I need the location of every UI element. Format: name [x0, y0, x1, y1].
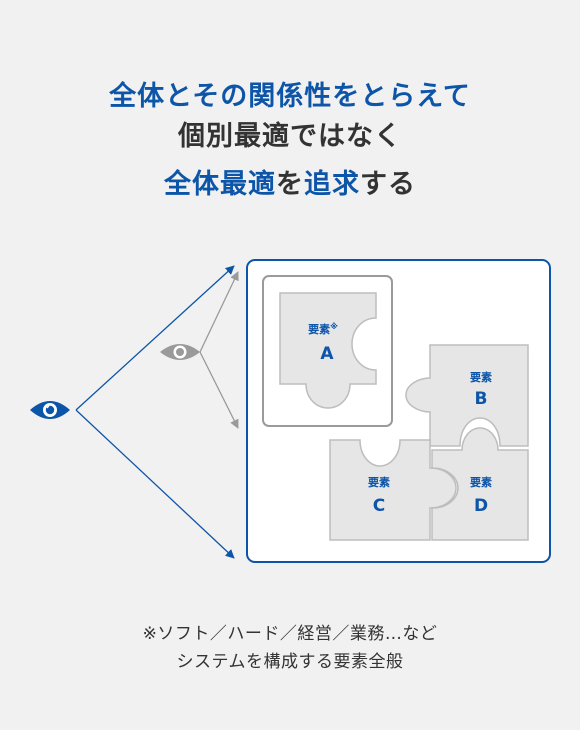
puzzle-piece-a [279, 292, 377, 409]
footnote-line-2: システムを構成する要素全般 [176, 652, 404, 672]
headline-line-2: 個別最適ではなく [178, 121, 402, 152]
headline-line-3: 全体最適を追求する [0, 168, 580, 202]
piece-c-letter: C [373, 496, 385, 516]
headline-suffix: する [360, 169, 416, 200]
sight-line-bottom [75, 409, 235, 559]
partial-sight-line-top [199, 271, 239, 353]
puzzle-piece-b [405, 344, 529, 447]
headline-emphasis-pursue: 追求 [304, 169, 360, 200]
piece-b-label: 要素 [470, 370, 492, 384]
piece-d-label: 要素 [470, 475, 492, 489]
headline-line-1: 全体とその関係性をとらえて [109, 81, 471, 112]
headline-emphasis-total-optimization: 全体最適 [164, 169, 276, 200]
piece-a-letter: A [320, 344, 334, 364]
footnote-line-1: ※ソフト／ハード／経営／業務…など [142, 624, 438, 644]
eye-icon [30, 401, 70, 419]
piece-c-label: 要素 [368, 475, 390, 489]
puzzle-piece-d [431, 427, 529, 541]
piece-a-label: 要素※ [308, 321, 338, 336]
partial-eye-icon [160, 344, 200, 360]
piece-d-letter: D [474, 496, 488, 516]
sight-line-top [75, 265, 235, 411]
headline-particle: を [276, 169, 304, 200]
partial-sight-line-bottom [199, 351, 239, 429]
piece-b-letter: B [475, 389, 488, 409]
puzzle-piece-c [329, 439, 457, 541]
